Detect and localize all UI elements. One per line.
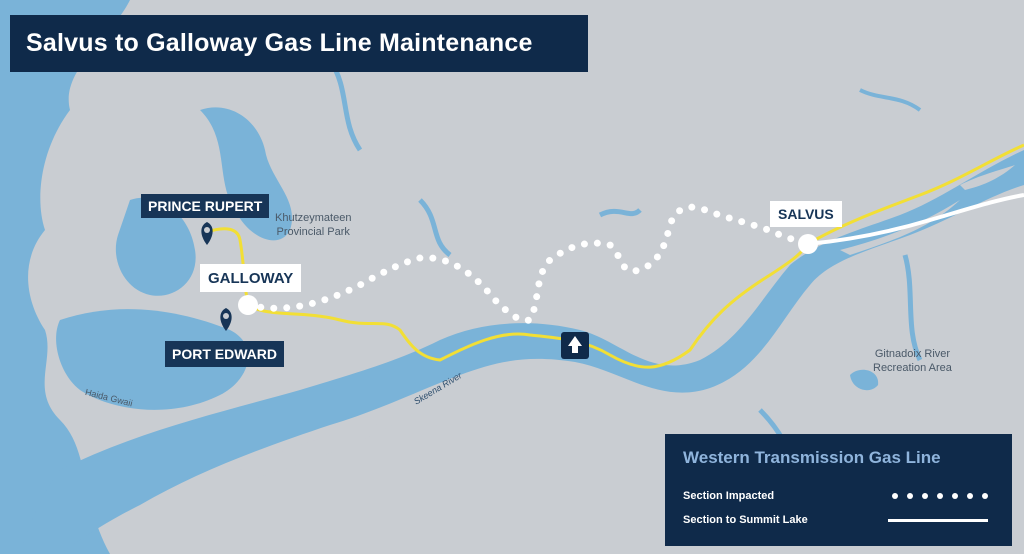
river-island-3 bbox=[240, 420, 400, 480]
skeena-estuary bbox=[20, 150, 1024, 554]
map-title-box: Salvus to Galloway Gas Line Maintenance bbox=[10, 15, 588, 72]
legend: Western Transmission Gas Line Section Im… bbox=[665, 434, 1012, 546]
legend-row-summit-lake: Section to Summit Lake bbox=[683, 508, 994, 532]
ocean bbox=[0, 0, 130, 554]
legend-impacted-label: Section Impacted bbox=[683, 490, 775, 502]
highway-16-shield-icon bbox=[561, 332, 589, 359]
salvus-point bbox=[798, 234, 818, 254]
channel-south bbox=[56, 309, 249, 410]
gitnadoix-line1: Gitnadoix River bbox=[874, 348, 951, 360]
legend-line-swatch bbox=[888, 518, 988, 522]
port-edward-label: PORT EDWARD bbox=[165, 341, 284, 367]
legend-title: Western Transmission Gas Line bbox=[683, 448, 941, 467]
impacted-section bbox=[244, 203, 812, 324]
harbour bbox=[115, 197, 196, 296]
stream-3 bbox=[598, 207, 642, 218]
khutzeymateen-park-label: Khutzeymateen Provincial Park bbox=[275, 211, 351, 239]
prince-rupert-label: PRINCE RUPERT bbox=[141, 194, 270, 218]
legend-dots-swatch bbox=[892, 493, 988, 499]
legend-row-impacted: Section Impacted bbox=[683, 484, 994, 508]
prince-rupert-pin-icon bbox=[201, 222, 213, 245]
stream-2 bbox=[418, 198, 452, 257]
gas-line-yellow bbox=[206, 143, 1024, 369]
gitnadoix-line2: Recreation Area bbox=[873, 362, 952, 374]
gitnadoix-area-label: Gitnadoix River Recreation Area bbox=[873, 347, 952, 375]
khutzeymateen-line2: Provincial Park bbox=[276, 226, 350, 238]
galloway-point bbox=[238, 295, 258, 315]
river-island-1 bbox=[840, 200, 960, 255]
port-edward-pin-icon bbox=[220, 308, 232, 331]
legend-summit-lake-label: Section to Summit Lake bbox=[683, 514, 808, 526]
khutzeymateen-line1: Khutzeymateen bbox=[275, 212, 352, 224]
river-island-2 bbox=[960, 165, 1015, 190]
stream-1 bbox=[327, 58, 363, 152]
map-title: Salvus to Galloway Gas Line Maintenance bbox=[26, 29, 533, 57]
stream-4 bbox=[902, 254, 923, 362]
stream-6 bbox=[859, 88, 922, 112]
galloway-label: GALLOWAY bbox=[200, 264, 302, 292]
summit-lake-line bbox=[807, 193, 1024, 246]
salvus-label: SALVUS bbox=[770, 201, 842, 227]
lake-1 bbox=[850, 369, 879, 391]
